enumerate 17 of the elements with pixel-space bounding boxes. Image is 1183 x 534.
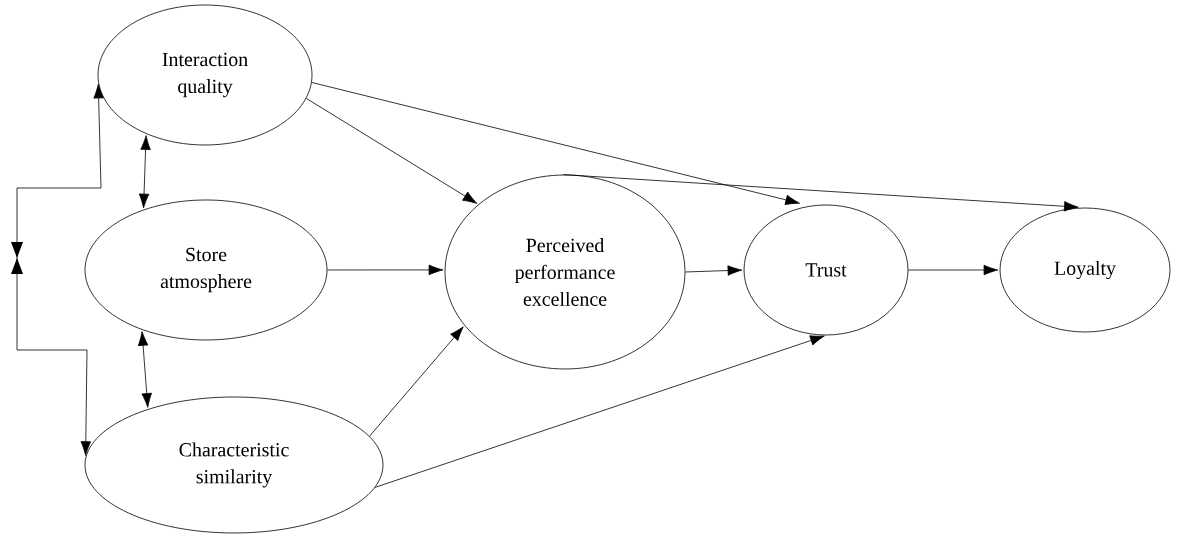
arrow xyxy=(374,335,825,488)
ellipse-node: Interaction quality xyxy=(97,4,313,146)
arrow xyxy=(138,135,151,209)
ellipse-node: Perceived performance excellence xyxy=(444,174,686,370)
arrow xyxy=(305,97,478,204)
bracket-arrow xyxy=(11,83,104,456)
arrow xyxy=(369,326,464,437)
ellipse-node: Characteristic similarity xyxy=(84,396,384,534)
arrow xyxy=(137,331,152,408)
ellipse-node: Store atmosphere xyxy=(84,199,328,341)
arrow xyxy=(685,265,743,276)
arrow xyxy=(311,82,800,205)
ellipse-node: Loyalty xyxy=(999,207,1171,333)
ellipse-node: Trust xyxy=(743,204,909,336)
arrow xyxy=(327,264,444,276)
arrow xyxy=(908,264,999,276)
arrow xyxy=(562,174,1079,212)
